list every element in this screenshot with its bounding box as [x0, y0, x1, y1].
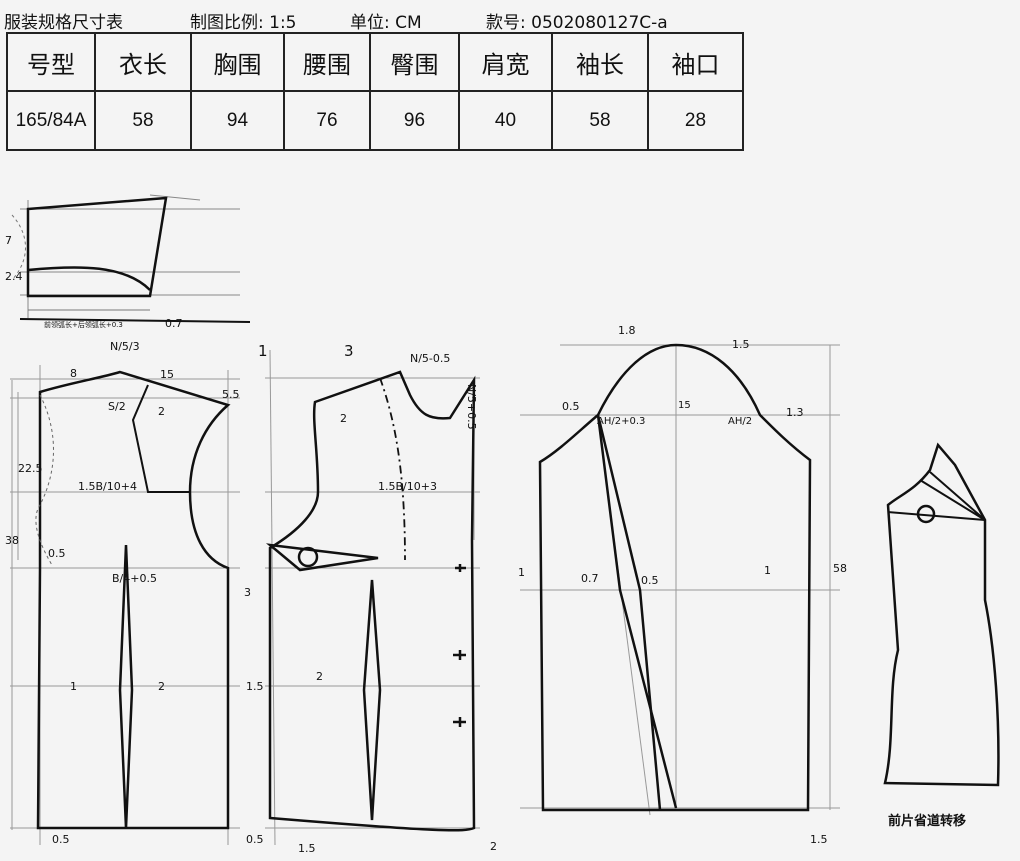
sleeve-piece [520, 343, 840, 816]
front-label-mark-1: 1 [258, 342, 268, 360]
back-label-shoulder-s2: S/2 [108, 400, 126, 413]
header-cell-size: 号型 [6, 32, 96, 92]
front-label-side: 1.5 [246, 680, 264, 693]
back-label-dart-2: 2 [158, 680, 165, 693]
front-labels: 1 3 N/5-0.5 N/5+0.5 2 1.5B/10+3 3 1.5 2 … [244, 342, 497, 855]
sleeve-label-elbow-1-left: 1 [518, 566, 525, 579]
cell-size: 165/84A [6, 90, 96, 151]
header-cell-cuff: 袖口 [647, 32, 744, 92]
header-cell-length: 衣长 [94, 32, 192, 92]
back-labels: N/5/3 8 15 5.5 S/2 2 22.5 1.5B/10+4 38 0… [5, 340, 240, 846]
collar-piece [11, 194, 251, 323]
sleeve-labels: 1.8 1.5 15 0.5 AH/2+0.3 AH/2 1.3 1 0.7 0… [518, 324, 847, 846]
back-label-neck-width: N/5/3 [110, 340, 140, 353]
size-spec-table: 号型 衣长 胸围 腰围 臀围 肩宽 袖长 袖口 165/84A 58 94 76… [6, 32, 744, 151]
header-cell-chest: 胸围 [190, 32, 285, 92]
front-bodice-piece [265, 349, 480, 846]
cell-waist: 76 [283, 90, 371, 151]
sleeve-label-cap-15: 1.5 [732, 338, 750, 351]
cell-hip: 96 [369, 90, 460, 151]
back-bodice-piece [10, 365, 240, 845]
back-label-hip: B/4+0.5 [112, 572, 157, 585]
sleeve-label-elbow-1-right: 1 [764, 564, 771, 577]
collar-label-offset: 0.7 [165, 317, 183, 330]
sleeve-label-hem: 1.5 [810, 833, 828, 846]
front-label-neck-depth: N/5+0.5 [465, 384, 478, 430]
sheet-title: 服装规格尺寸表 [4, 13, 123, 33]
dart-transfer-piece [883, 442, 1000, 787]
back-label-depth: 22.5 [18, 462, 43, 475]
cell-chest: 94 [190, 90, 285, 151]
back-label-length: 38 [5, 534, 19, 547]
cell-sleeve-length: 58 [551, 90, 649, 151]
collar-label-height: 7 [5, 234, 12, 247]
sleeve-label-back-ah: AH/2 [728, 416, 752, 427]
front-label-dart-3: 3 [244, 586, 251, 599]
back-label-armhole-2: 2 [158, 405, 165, 418]
dart-transfer-caption: 前片省道转移 [888, 813, 966, 829]
sleeve-label-right-13: 1.3 [786, 406, 804, 419]
back-label-chest: 1.5B/10+4 [78, 480, 137, 493]
front-label-shoulder: 2 [340, 412, 347, 425]
front-label-hem-05: 0.5 [246, 833, 264, 846]
cell-cuff: 28 [647, 90, 744, 151]
back-label-shoulder-15: 15 [160, 368, 174, 381]
cell-length: 58 [94, 90, 192, 151]
table-row: 165/84A 58 94 76 96 40 58 28 [6, 90, 744, 151]
back-label-side-1: 1 [70, 680, 77, 693]
style-number: 款号: 0502080127C-a [486, 13, 668, 33]
header-cell-shoulder: 肩宽 [458, 32, 553, 92]
header-cell-hip: 臀围 [369, 32, 460, 92]
sleeve-label-front-ah: AH/2+0.3 [597, 416, 645, 427]
back-label-hem: 0.5 [52, 833, 70, 846]
sleeve-label-length: 58 [833, 562, 847, 575]
back-label-waist: 0.5 [48, 547, 66, 560]
collar-label-length: 前领弧长+后领弧长+0.3 [44, 320, 123, 329]
sleeve-label-elbow-05: 0.5 [641, 574, 659, 587]
front-label-neck-width: N/5-0.5 [410, 352, 450, 365]
drawing-scale: 制图比例: 1:5 [190, 13, 297, 33]
collar-labels: 7 2.4 0.7 前领弧长+后领弧长+0.3 [5, 234, 183, 330]
measurement-unit: 单位: CM [350, 13, 422, 33]
sleeve-label-left-05: 0.5 [562, 400, 580, 413]
front-label-dart-2: 2 [316, 670, 323, 683]
front-label-hem-2: 2 [490, 840, 497, 853]
sleeve-label-cap-height: 15 [678, 400, 691, 411]
header: 服装规格尺寸表 制图比例: 1:5 单位: CM 款号: 0502080127C… [0, 0, 1020, 33]
header-cell-sleeve-length: 袖长 [551, 32, 649, 92]
back-label-neck-8: 8 [70, 367, 77, 380]
header-cell-waist: 腰围 [283, 32, 371, 92]
collar-label-stand: 2.4 [5, 270, 23, 283]
back-label-shoulder-drop: 5.5 [222, 388, 240, 401]
sleeve-label-elbow-07: 0.7 [581, 572, 599, 585]
cell-shoulder: 40 [458, 90, 553, 151]
table-header-row: 号型 衣长 胸围 腰围 臀围 肩宽 袖长 袖口 [6, 32, 744, 92]
front-label-chest: 1.5B/10+3 [378, 480, 437, 493]
front-label-mark-3: 3 [344, 342, 354, 360]
sleeve-label-cap-18: 1.8 [618, 324, 636, 337]
front-label-hem-15: 1.5 [298, 842, 316, 855]
